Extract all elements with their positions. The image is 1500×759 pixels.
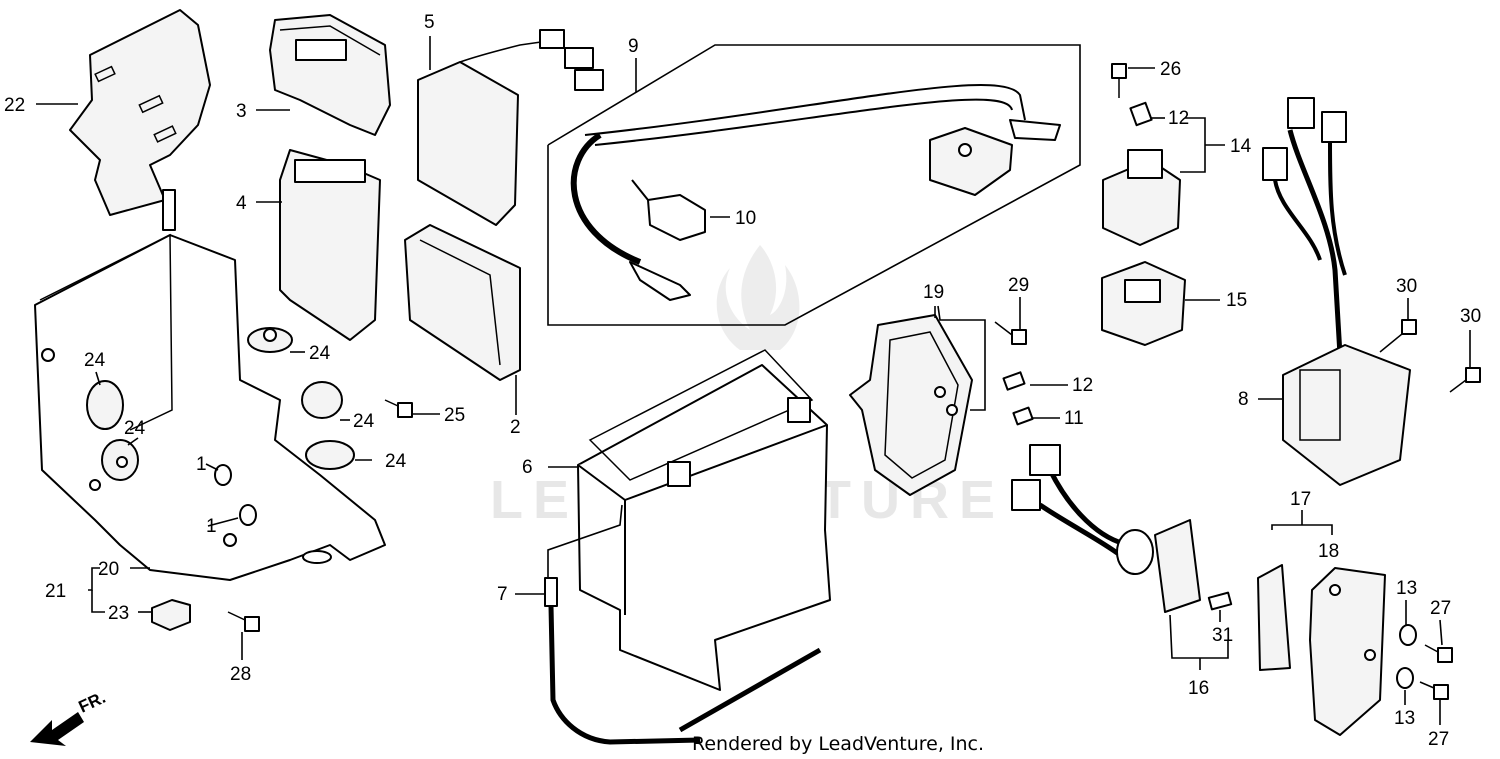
callout-25: 25 <box>444 405 465 426</box>
part-10-terminal <box>631 179 706 241</box>
part-1-clip-a <box>214 464 232 486</box>
part-12-fuse <box>1129 101 1153 127</box>
credit-text: Rendered by LeadVenture, Inc. <box>692 733 984 755</box>
callout-26: 26 <box>1160 59 1181 80</box>
part-31-fuse <box>1207 591 1233 611</box>
part-16-harness <box>1011 444 1201 613</box>
callout-31: 31 <box>1212 625 1233 646</box>
callout-5: 5 <box>424 12 435 33</box>
callout-16: 16 <box>1188 678 1209 699</box>
callout-27-b: 27 <box>1428 729 1449 750</box>
part-23-cushion <box>151 599 191 631</box>
part-28-bolt <box>227 611 260 632</box>
callout-21: 21 <box>45 581 66 602</box>
callout-8: 8 <box>1238 389 1249 410</box>
callout-27-a: 27 <box>1430 598 1451 619</box>
part-27-bolt-b <box>1419 681 1449 700</box>
callout-24-b: 24 <box>84 350 106 371</box>
leader-lines <box>36 36 1471 725</box>
callout-19: 19 <box>923 282 944 303</box>
callout-7: 7 <box>497 584 508 605</box>
callout-9: 9 <box>628 36 639 57</box>
part-13-collar-a <box>1399 624 1417 646</box>
part-12-fuse-b <box>1002 371 1026 391</box>
part-2-case <box>404 224 521 381</box>
callout-3: 3 <box>236 101 247 122</box>
part-24-grommet-c <box>101 439 139 481</box>
callout-15: 15 <box>1226 290 1247 311</box>
callout-4: 4 <box>236 193 247 214</box>
part-30-bolt-a <box>1379 319 1417 353</box>
part-29-bolt <box>994 321 1027 345</box>
part-6-battery <box>577 349 831 691</box>
callout-30-b: 30 <box>1460 306 1481 327</box>
part-11-fuse <box>1012 406 1034 426</box>
callout-13-b: 13 <box>1394 708 1415 729</box>
callout-17: 17 <box>1290 489 1311 510</box>
part-13-collar-b <box>1396 667 1414 689</box>
callout-6: 6 <box>522 457 533 478</box>
callout-14: 14 <box>1230 136 1252 157</box>
callout-30-a: 30 <box>1396 276 1417 297</box>
part-26-bolt <box>1111 63 1127 98</box>
part-5-unit <box>417 29 604 226</box>
part-19-fuse-box <box>849 314 973 496</box>
callout-23: 23 <box>108 603 129 624</box>
part-15-holder <box>1101 261 1186 346</box>
callout-24-a: 24 <box>309 343 331 364</box>
part-9-cable-assembly <box>547 44 1081 326</box>
callout-24-c: 24 <box>353 411 375 432</box>
callout-11: 11 <box>1064 408 1084 429</box>
part-24-grommet-e <box>305 440 355 470</box>
callout-labels: 22 3 4 5 9 10 2 6 7 26 12 14 15 8 30 30 … <box>4 12 1481 750</box>
callout-22: 22 <box>4 95 25 116</box>
callout-12-top: 12 <box>1168 108 1189 129</box>
callout-29: 29 <box>1008 275 1029 296</box>
part-17-pad <box>1257 564 1291 671</box>
callout-1-a: 1 <box>196 454 207 475</box>
part-3-cover <box>269 14 391 136</box>
part-25-bolt <box>384 399 413 418</box>
part-24-grommet-a <box>247 327 293 353</box>
part-14-relay <box>1102 149 1181 246</box>
callout-28: 28 <box>230 664 251 685</box>
part-24-grommet-b <box>86 380 124 430</box>
part-18-cover <box>1309 567 1386 736</box>
callout-24-e: 24 <box>385 451 407 472</box>
part-7-vent-tube <box>544 504 822 745</box>
part-21-frame <box>34 189 386 581</box>
callout-24-d: 24 <box>124 418 146 439</box>
callout-18: 18 <box>1318 541 1339 562</box>
callout-12-mid: 12 <box>1072 375 1093 396</box>
callout-13-a: 13 <box>1396 578 1417 599</box>
part-1-clip-b <box>239 504 257 526</box>
callout-10: 10 <box>735 208 756 229</box>
part-30-bolt-b <box>1449 367 1481 393</box>
part-8-regulator <box>1262 97 1411 486</box>
watermark-flame-icon <box>716 245 800 350</box>
part-22-bracket <box>69 9 211 216</box>
front-arrow-icon: FR. <box>30 688 109 746</box>
callout-1-b: 1 <box>206 516 217 537</box>
part-24-grommet-d <box>301 381 343 419</box>
callout-2: 2 <box>510 417 521 438</box>
part-4-module <box>279 149 381 341</box>
part-27-bolt-a <box>1424 644 1453 663</box>
callout-20: 20 <box>98 559 119 580</box>
front-indicator-label: FR. <box>76 688 109 717</box>
